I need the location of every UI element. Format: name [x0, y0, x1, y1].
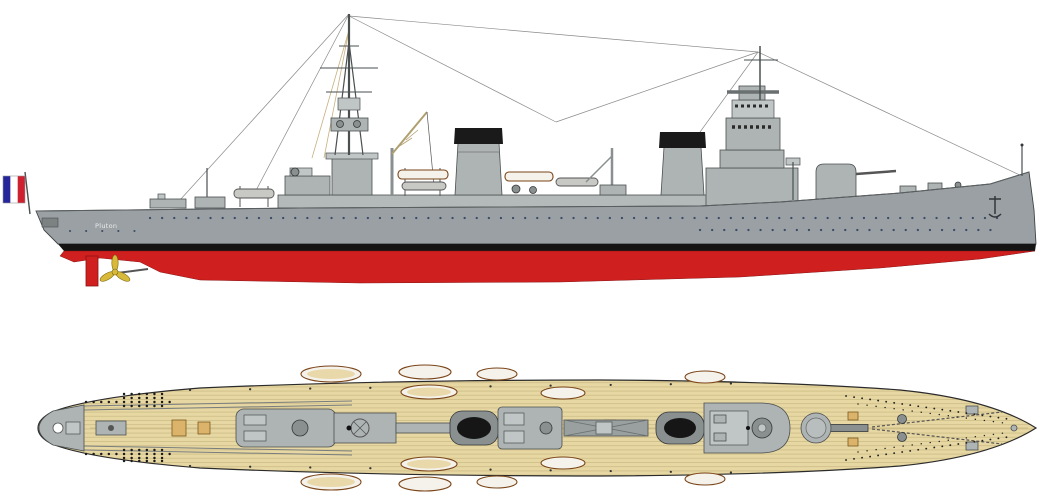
- mine-rows: [84, 392, 172, 463]
- gun-barrel-plan: [827, 424, 869, 432]
- aft-superstructure: [284, 152, 379, 196]
- searchlight: [290, 167, 300, 177]
- hull-underwater-red: [59, 250, 1036, 284]
- anchor-gear: [871, 405, 1018, 451]
- forward-turret-plan: [800, 412, 869, 444]
- midship-deckhouse-plan: [497, 406, 649, 450]
- propeller: [99, 254, 131, 282]
- funnel-1-plan: [449, 410, 499, 446]
- funnel-2-cap: [659, 132, 706, 148]
- flag-staff: [24, 171, 31, 215]
- deck-plan-view: [37, 364, 1038, 492]
- boot-topping-stripe: [58, 244, 1036, 251]
- deck-edge-line: [35, 171, 1030, 212]
- stern-platform: [38, 404, 127, 452]
- ships-boats-side: [397, 168, 599, 196]
- walkway: [395, 422, 455, 434]
- aft-boat: [233, 188, 275, 199]
- mainmast-top: [346, 425, 352, 431]
- ship-name-label: Pluton: [95, 222, 117, 230]
- funnel-2-plan: [655, 411, 705, 445]
- ships-boats-plan: [300, 364, 726, 492]
- rudder: [85, 255, 99, 287]
- aft-deck-fittings: [149, 168, 275, 209]
- forward-gun-turret: [815, 163, 897, 200]
- stern-mine-port: [41, 217, 59, 228]
- funnel-2: [659, 132, 706, 196]
- bridge-superstructure: [705, 46, 801, 209]
- funnel-1-cap: [454, 128, 503, 144]
- aft-superstructure-plan: [235, 408, 455, 448]
- capstan-plan: [897, 432, 907, 442]
- ventilator-cowl: [511, 184, 521, 194]
- bow-fitting: [1010, 424, 1018, 432]
- porthole-rows: [69, 216, 1007, 232]
- anchor: [988, 196, 1002, 218]
- side-profile-view: Pluton: [2, 13, 1037, 287]
- mast-platform: [337, 97, 361, 111]
- mine-rails: [83, 400, 353, 456]
- ventilator-cowl: [529, 186, 537, 194]
- foremast-top: [746, 426, 750, 430]
- capstan-plan: [897, 414, 907, 424]
- ensign-flag: [2, 171, 31, 215]
- gun-barrel: [855, 169, 897, 176]
- bridge-plan: [703, 402, 791, 454]
- bow-edge-dots: [845, 395, 1009, 461]
- rigging-lines: [179, 13, 1027, 201]
- bow-jackstaff: [1020, 143, 1024, 176]
- kingpost-derrick: [585, 148, 627, 196]
- mainmast-tripod: [320, 14, 378, 156]
- funnel-1: [454, 128, 503, 196]
